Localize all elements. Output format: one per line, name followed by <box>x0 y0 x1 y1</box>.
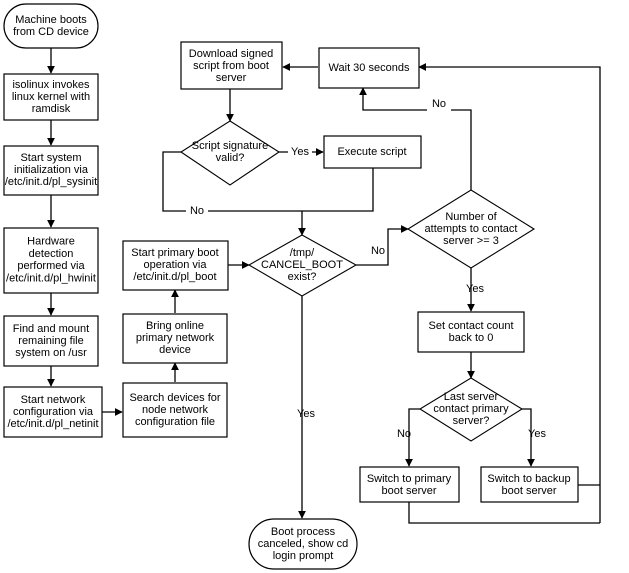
node-wait-30-label: Wait 30 seconds <box>329 62 410 74</box>
node-execute-script[interactable]: Execute script <box>323 135 422 169</box>
node-wait-30[interactable]: Wait 30 seconds <box>318 47 420 89</box>
edge-label-sig-yes: Yes <box>291 146 309 158</box>
edge-lastprimary-no-to-switchprimary <box>405 408 420 467</box>
edge-attempts-no-top-run <box>359 87 472 152</box>
edges <box>47 48 601 524</box>
edge-label-attempts-no: No <box>432 98 446 110</box>
edge-label-sig-no: No <box>190 205 204 217</box>
edge-label-cancel-yes: Yes <box>297 408 315 420</box>
edge-sigvalid-no-loop <box>162 151 302 212</box>
edge-cancelboot-no-to-attempts <box>356 225 409 266</box>
edge-label-attempts-yes: Yes <box>466 283 484 295</box>
edge-switchprimary-to-riser <box>408 502 600 524</box>
edge-lastprimary-yes-to-switchbackup <box>522 408 535 467</box>
edge-label-last-yes: Yes <box>528 428 546 440</box>
edge-riser-to-wait <box>418 63 601 523</box>
edge-label-last-no: No <box>397 428 411 440</box>
node-execute-script-label: Execute script <box>337 146 406 158</box>
edge-execute-to-merge <box>302 168 374 212</box>
edge-label-cancel-no: No <box>371 245 385 257</box>
edge-labels: Yes No No Yes No Yes No Yes <box>186 96 546 440</box>
